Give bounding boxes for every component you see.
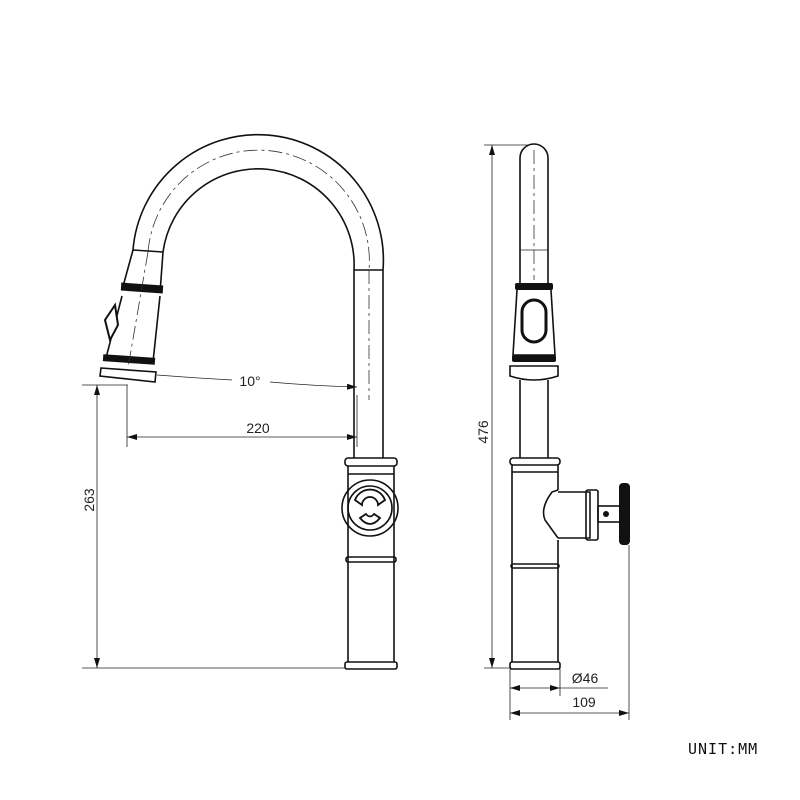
side-view-dimensions: 476 Ø46 109 [475, 144, 630, 720]
diameter-46-label: Ø46 [572, 670, 599, 686]
angle-10-label: 10° [239, 373, 260, 389]
height-476-label: 476 [475, 420, 491, 444]
spray-button-icon [520, 298, 548, 344]
front-view-dimensions: 263 220 10° [81, 373, 358, 669]
side-view-faucet [509, 143, 630, 670]
spray-button-icon [103, 302, 120, 343]
spout-outer-arc [132, 133, 385, 271]
unit-label: UNIT:MM [688, 740, 758, 758]
spray-face [99, 367, 157, 383]
depth-109-label: 109 [572, 694, 596, 710]
height-263-label: 263 [81, 488, 97, 512]
side-handle-icon [619, 483, 630, 545]
front-view-faucet [99, 133, 399, 670]
spout-inner-arc [162, 168, 355, 271]
reach-220-label: 220 [246, 420, 270, 436]
lever-knob-icon [341, 479, 399, 537]
